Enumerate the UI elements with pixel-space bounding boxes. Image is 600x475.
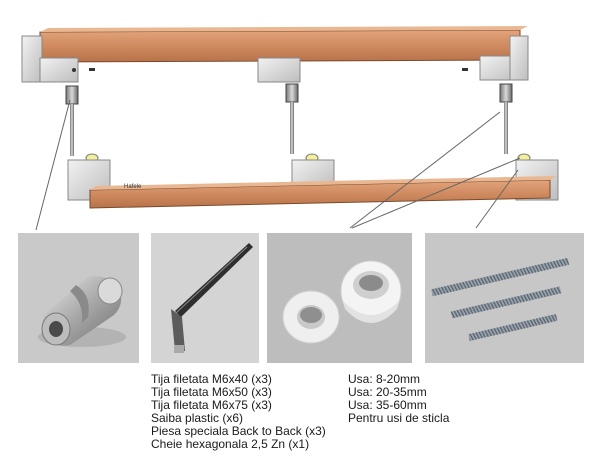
fastener-right xyxy=(499,83,531,163)
plastic-washer-photo xyxy=(267,233,412,363)
rod-short xyxy=(468,313,558,342)
rod-medium xyxy=(450,286,562,319)
parts-list: Tija filetata M6x40 (x3) Tija filetata M… xyxy=(151,373,326,451)
usage-item: Usa: 35-60mm xyxy=(348,398,427,412)
pointer-lines xyxy=(35,99,521,230)
parts-list-item: Tija filetata M6x40 (x3) xyxy=(151,372,272,386)
threaded-rods-photo xyxy=(425,233,584,363)
rod-long xyxy=(431,257,570,297)
parts-list-item: Tija filetata M6x75 (x3) xyxy=(151,398,272,412)
usage-list: Usa: 8-20mm Usa: 20-35mm Usa: 35-60mm Pe… xyxy=(348,373,449,425)
parts-list-item: Saiba plastic (x6) xyxy=(151,411,244,425)
top-handle xyxy=(21,26,529,83)
brand-label: Hafele xyxy=(124,184,142,190)
parts-list-item: Cheie hexagonala 2,5 Zn (x1) xyxy=(151,437,310,451)
hex-key-photo xyxy=(151,233,259,363)
assembly-diagram: Hafele xyxy=(21,26,559,230)
fastener-left xyxy=(65,85,99,163)
fastener-center xyxy=(285,83,319,163)
bottom-handle: Hafele xyxy=(67,159,559,209)
usage-item: Usa: 20-35mm xyxy=(348,385,427,399)
usage-item: Usa: 8-20mm xyxy=(348,372,421,386)
parts-list-item: Tija filetata M6x50 (x3) xyxy=(151,385,272,399)
usage-item: Pentru usi de sticla xyxy=(348,411,450,425)
parts-list-item: Piesa speciala Back to Back (x3) xyxy=(151,424,326,438)
back-to-back-nut-photo xyxy=(18,233,139,363)
